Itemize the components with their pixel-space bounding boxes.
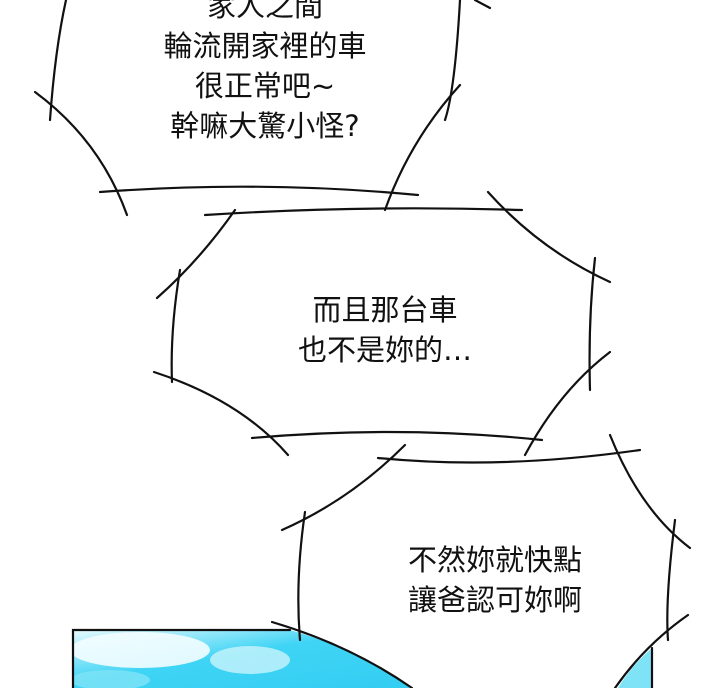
sky-panel [71,613,690,688]
speech-bubble-2-text: 而且那台車 也不是妳的… [265,290,505,370]
text-line: 也不是妳的… [297,333,472,367]
speech-bubble-3-outline [280,433,692,642]
text-line: 而且那台車 [312,293,458,327]
text-line: 很正常吧~ [194,69,336,103]
speech-bubble-3-text: 不然妳就快點 讓爸認可妳啊 [375,540,615,620]
speech-bubble-1-outline [33,0,492,217]
speech-bubble-2-outline [152,190,612,457]
text-line: 輪流開家裡的車 [163,29,367,63]
speech-bubble-1-text: 家人之間 輪流開家裡的車 很正常吧~ 幹嘛大驚小怪? [130,0,400,146]
text-line: 家人之間 [206,0,323,23]
text-line: 不然妳就快點 [407,543,582,577]
text-line: 讓爸認可妳啊 [407,583,582,617]
text-line: 幹嘛大驚小怪? [170,109,360,143]
